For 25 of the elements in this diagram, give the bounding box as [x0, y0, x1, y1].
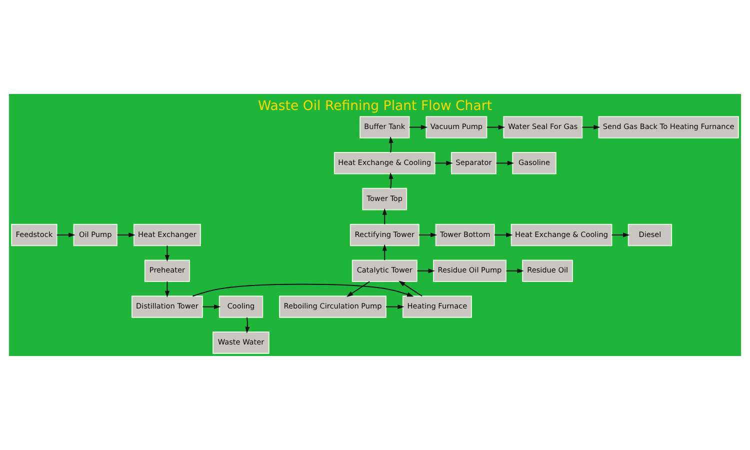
arrow	[388, 136, 394, 153]
arrow	[382, 244, 387, 261]
arrow	[434, 160, 453, 166]
arrow	[116, 232, 136, 238]
arrow	[192, 284, 414, 297]
arrow	[164, 281, 170, 298]
arrow	[506, 268, 524, 274]
arrow	[486, 124, 505, 130]
arrow	[611, 232, 630, 238]
arrow	[56, 232, 76, 238]
arrow	[346, 281, 370, 297]
arrow	[408, 124, 428, 130]
arrow	[494, 232, 513, 238]
arrow	[164, 245, 170, 262]
arrow	[382, 208, 387, 225]
diagram-title: Waste Oil Refining Plant Flow Chart	[258, 98, 492, 114]
arrow	[416, 268, 435, 274]
arrow	[582, 124, 600, 130]
arrow	[245, 316, 250, 334]
arrow	[496, 160, 514, 166]
arrow	[418, 232, 438, 238]
arrow	[386, 304, 404, 310]
arrow	[202, 304, 221, 310]
arrow	[388, 172, 394, 189]
arrow	[398, 280, 423, 297]
